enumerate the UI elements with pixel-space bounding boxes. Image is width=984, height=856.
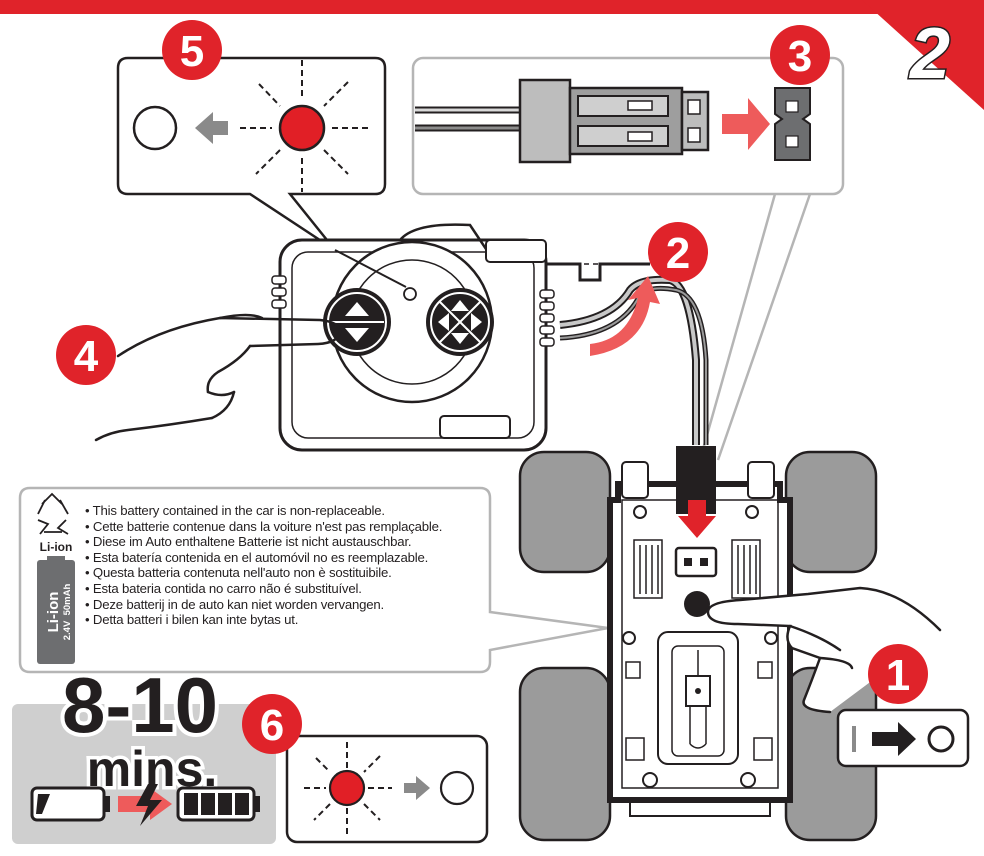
car-power-switch xyxy=(684,591,710,617)
page-step-corner xyxy=(862,0,984,110)
car-socket-icon xyxy=(674,546,718,578)
charge-time-panel: 8-10 mins. xyxy=(12,657,276,844)
charging-arrow-icon xyxy=(118,784,172,826)
page-step-number: 2 xyxy=(908,14,950,94)
step-badge-4: 4 xyxy=(56,325,116,385)
led-red-icon xyxy=(278,104,326,152)
svg-text:4: 4 xyxy=(74,332,99,381)
battery-note-fr: Cette batterie contenue dans la voiture … xyxy=(85,519,495,535)
battery-note-de: Diese im Auto enthaltene Batterie ist ni… xyxy=(85,534,495,550)
svg-text:2: 2 xyxy=(666,229,690,278)
led-red-icon xyxy=(328,769,366,807)
battery-empty-icon xyxy=(30,786,110,822)
arrow-left-icon xyxy=(195,112,228,144)
panel-connector xyxy=(411,56,845,461)
charge-duration: 8-10 xyxy=(62,661,218,749)
battery-notes-list: This battery contained in the car is non… xyxy=(85,503,495,628)
switch-off-bar-icon xyxy=(852,726,856,752)
led-off-circle-icon xyxy=(132,105,178,151)
led-off-circle-icon xyxy=(439,770,475,806)
switch-callout xyxy=(836,708,970,768)
battery-note-sv: Detta batteri i bilen kan inte bytas ut. xyxy=(85,612,495,628)
svg-text:3: 3 xyxy=(788,32,812,81)
battery-cell-spec: 2.4V 50mAh xyxy=(62,584,73,641)
battery-note-it: Questa batteria contenuta nell'auto non … xyxy=(85,565,495,581)
battery-cell-icon xyxy=(37,556,75,664)
battery-note-es: Esta batería contenida en el automóvil n… xyxy=(85,550,495,566)
arrow-right-icon xyxy=(872,722,916,756)
socket-icon xyxy=(774,87,811,161)
svg-text:6: 6 xyxy=(260,701,284,750)
panel-led-off-2 xyxy=(285,734,489,844)
step-badge-6: 6 xyxy=(242,694,302,754)
battery-note-pt: Esta bateria contida no carro não é subs… xyxy=(85,581,495,597)
plug-down-arrow-icon xyxy=(678,500,716,538)
battery-note-nl: Deze batterij in de auto kan niet worden… xyxy=(85,597,495,613)
battery-note-en: This battery contained in the car is non… xyxy=(85,503,495,519)
led-rays-icon xyxy=(240,60,368,192)
arrow-right-icon xyxy=(404,776,430,800)
recycle-label: Li-ion xyxy=(40,540,73,554)
top-red-bar xyxy=(0,0,984,14)
step-badge-1: 1 xyxy=(868,644,928,704)
switch-on-circle-icon xyxy=(927,725,955,753)
step-badge-2: 2 xyxy=(648,222,708,282)
panel-led-off xyxy=(116,56,387,252)
led-rays-icon xyxy=(304,742,392,836)
svg-text:5: 5 xyxy=(180,27,204,76)
battery-full-icon xyxy=(176,786,260,822)
remote-controller xyxy=(271,223,709,452)
step-badge-3: 3 xyxy=(770,25,830,85)
plug-body xyxy=(518,78,572,164)
battery-cell-type: Li-ion xyxy=(45,592,62,633)
svg-text:1: 1 xyxy=(886,651,910,700)
recycle-icon xyxy=(37,492,69,535)
hand-pressing-switch xyxy=(706,586,942,714)
direction-buttons-icon xyxy=(426,288,494,356)
step-badge-5: 5 xyxy=(162,20,222,80)
insert-arrow-icon xyxy=(722,98,770,150)
remove-cable-arrow-icon xyxy=(590,276,660,356)
up-down-buttons-icon xyxy=(323,288,391,356)
hand-pressing-remote xyxy=(94,313,342,442)
remote-led-icon xyxy=(403,287,417,301)
